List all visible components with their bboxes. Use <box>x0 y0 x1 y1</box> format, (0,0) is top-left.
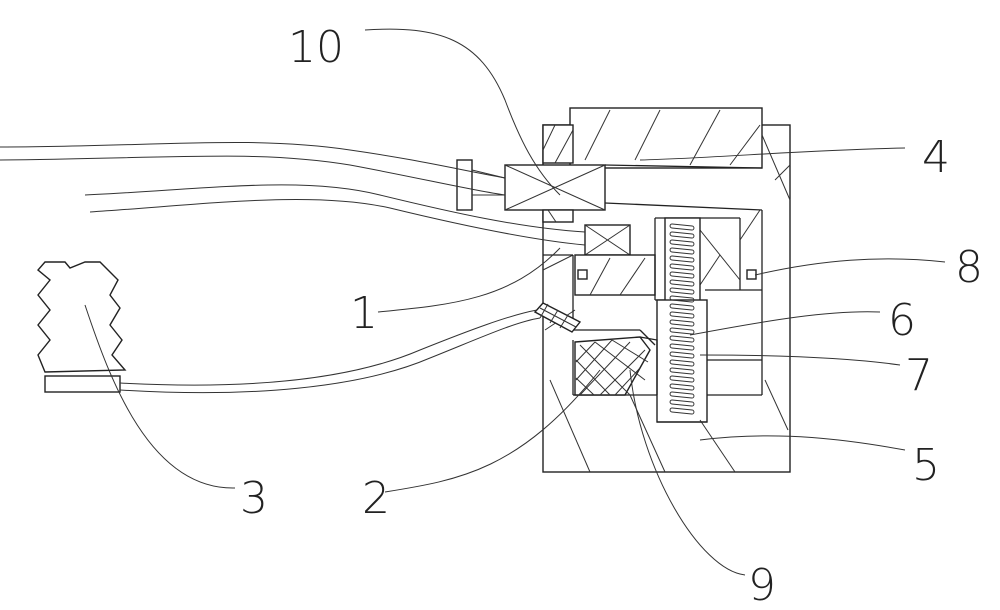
crosshatch-2 <box>575 339 649 396</box>
spring-coil <box>669 279 695 287</box>
spring-coil <box>669 271 695 279</box>
label-3: 3 <box>240 473 268 524</box>
label-6: 6 <box>888 295 916 346</box>
label-7: 7 <box>905 350 933 401</box>
spring-coil <box>669 351 695 359</box>
upper-block-4 <box>542 109 791 211</box>
connector-crossed <box>533 302 582 333</box>
label-10: 10 <box>288 22 344 73</box>
spring-coil <box>669 407 695 415</box>
label-2: 2 <box>362 473 390 524</box>
spring-coil <box>669 319 695 327</box>
spring-coil <box>669 383 695 391</box>
component-1-crossed-box <box>584 224 631 256</box>
spring-coil <box>669 343 695 351</box>
spring-coil <box>669 327 695 335</box>
bracket-plate <box>456 159 506 211</box>
spring-coil <box>669 367 695 375</box>
spring-coil <box>669 255 695 263</box>
inner-chamber <box>542 209 763 346</box>
spring-coil <box>669 335 695 343</box>
spring-coil <box>669 295 695 303</box>
spring-column-6-7 <box>656 217 708 423</box>
spring-coil <box>669 399 695 407</box>
spring-coils <box>669 223 695 415</box>
spring-coil <box>669 231 695 239</box>
pipes-and-wires <box>0 141 586 394</box>
spring-coil <box>669 287 695 295</box>
spring-coil <box>669 375 695 383</box>
spring-coil <box>669 247 695 255</box>
label-5: 5 <box>912 440 940 491</box>
spring-coil <box>669 263 695 271</box>
bellows-3 <box>37 261 127 393</box>
leader-lines <box>84 28 946 576</box>
spring-coil <box>669 391 695 399</box>
spring-coil <box>669 311 695 319</box>
component-10-crossed-box <box>504 164 606 211</box>
spring-coil <box>669 223 695 231</box>
spring-coil <box>669 239 695 247</box>
label-8: 8 <box>955 242 983 293</box>
spring-coil <box>669 359 695 367</box>
label-4: 4 <box>922 132 950 183</box>
label-9: 9 <box>748 560 776 610</box>
label-1: 1 <box>350 288 378 339</box>
part-labels: 10 4 1 8 6 7 5 3 2 9 <box>240 22 983 610</box>
middle-step <box>542 209 574 223</box>
spring-coil <box>669 303 695 311</box>
